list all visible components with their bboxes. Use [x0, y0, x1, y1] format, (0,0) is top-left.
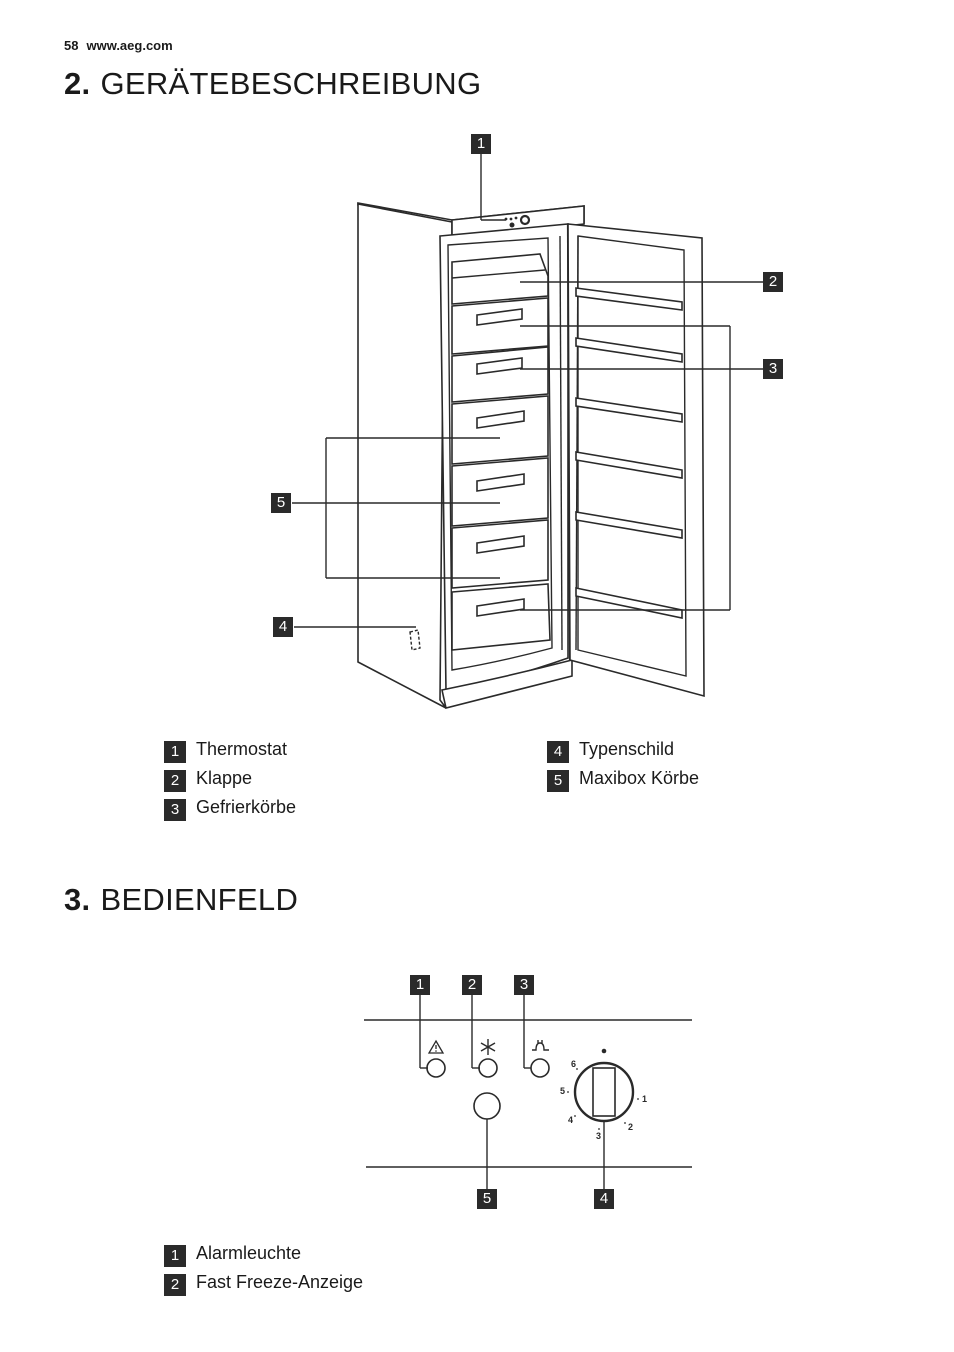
callout-maxibox-baskets: 5 [271, 493, 291, 513]
cabinet-plinth [441, 658, 573, 709]
page-header: 58 www.aeg.com [64, 38, 173, 53]
legend-number: 2 [164, 1274, 186, 1296]
legend-device-right: 4 Typenschild 5 Maxibox Körbe [547, 738, 699, 796]
section-title-bedienfeld: 3. BEDIENFELD [64, 882, 298, 918]
legend-device-left: 1 Thermostat 2 Klappe 3 Gefrierkörbe [164, 738, 296, 825]
callout-flap: 2 [763, 272, 783, 292]
thermostat-knob [519, 214, 531, 226]
control-strip [451, 205, 585, 239]
legend-label: Klappe [196, 768, 253, 788]
callout-alarm-lamp: 1 [410, 975, 430, 995]
legend-item: 4 Typenschild [547, 738, 699, 767]
legend-number: 1 [164, 1245, 186, 1267]
legend-item: 1 Thermostat [164, 738, 296, 767]
legend-label: Fast Freeze-Anzeige [196, 1272, 364, 1292]
legend-item: 3 Gefrierkörbe [164, 796, 296, 825]
section-title-text: BEDIENFELD [100, 882, 299, 917]
door-shelves [575, 287, 683, 619]
legend-item: 2 Klappe [164, 767, 296, 796]
legend-label: Alarmleuchte [196, 1243, 302, 1263]
header-url[interactable]: www.aeg.com [86, 38, 173, 53]
legend-number: 3 [164, 799, 186, 821]
legend-item: 2 Fast Freeze-Anzeige [164, 1271, 363, 1300]
callout-freezer-baskets: 3 [763, 359, 783, 379]
drawers [451, 297, 551, 651]
flap [451, 253, 549, 305]
legend-label: Typenschild [579, 739, 675, 759]
callout-power-lamp: 3 [514, 975, 534, 995]
section-number: 3. [64, 882, 91, 917]
legend-number: 1 [164, 741, 186, 763]
legend-control-panel: 1 Alarmleuchte 2 Fast Freeze-Anzeige [164, 1242, 363, 1300]
legend-number: 2 [164, 770, 186, 792]
callout-fast-freeze-lamp: 2 [462, 975, 482, 995]
legend-number: 4 [547, 741, 569, 763]
legend-item: 5 Maxibox Körbe [547, 767, 699, 796]
page-number: 58 [64, 38, 79, 53]
callout-thermostat: 1 [471, 134, 491, 154]
legend-label: Gefrierkörbe [196, 797, 297, 817]
section-title-text: GERÄTEBESCHREIBUNG [100, 66, 482, 101]
rating-plate [409, 629, 421, 651]
section-title-geraetebeschreibung: 2. GERÄTEBESCHREIBUNG [64, 66, 481, 102]
callout-fast-freeze-button: 5 [477, 1189, 497, 1209]
cabinet-side [357, 203, 453, 709]
callout-rating-plate: 4 [273, 617, 293, 637]
legend-label: Maxibox Körbe [579, 768, 700, 788]
legend-number: 5 [547, 770, 569, 792]
legend-label: Thermostat [196, 739, 288, 759]
callout-thermostat-dial: 4 [594, 1189, 614, 1209]
section-number: 2. [64, 66, 91, 101]
legend-item: 1 Alarmleuchte [164, 1242, 363, 1271]
